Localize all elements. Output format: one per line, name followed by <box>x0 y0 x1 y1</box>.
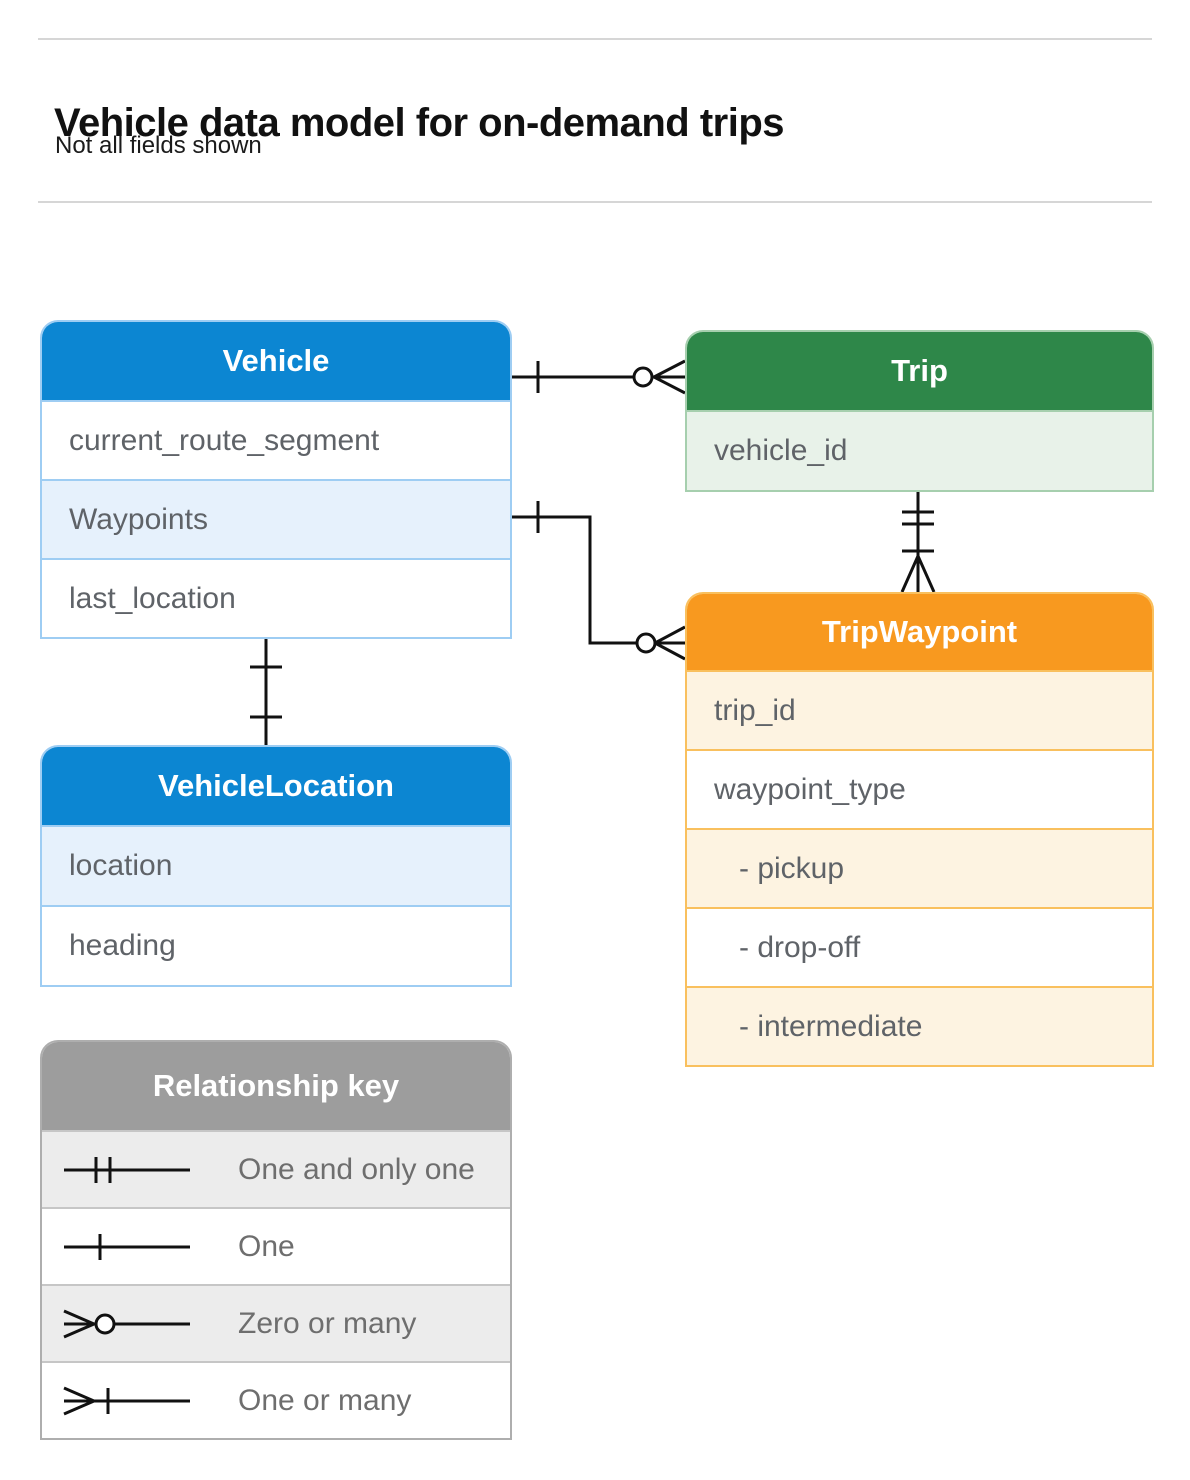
page-subtitle: Not all fields shown <box>55 132 262 159</box>
connector-vehicle-trip <box>508 359 686 395</box>
top-divider <box>38 38 1152 40</box>
entity-tripwaypoint-title: TripWaypoint <box>687 594 1152 670</box>
entity-tripwaypoint: TripWaypoint trip_id waypoint_type - pic… <box>685 592 1154 1067</box>
one-and-only-one-icon <box>64 1156 190 1183</box>
connector-vehicle-vehiclelocation <box>250 635 282 745</box>
page-title: Vehicle data model for on-demand trips <box>54 100 785 145</box>
header-divider <box>38 201 1152 203</box>
field-location: location <box>42 825 510 905</box>
field-waypoint-type: waypoint_type <box>687 749 1152 828</box>
field-current-route-segment: current_route_segment <box>42 400 510 479</box>
field-vehicle-id: vehicle_id <box>687 410 1152 490</box>
legend-row-one: One <box>42 1207 510 1284</box>
legend-label: One and only one <box>238 1152 475 1186</box>
one-or-many-icon <box>63 1386 190 1415</box>
legend-label: One <box>238 1229 295 1263</box>
enum-pickup: - pickup <box>687 828 1152 907</box>
crow-foot-icon <box>654 625 686 661</box>
entity-vehicle-title: Vehicle <box>42 322 510 400</box>
field-heading: heading <box>42 905 510 985</box>
zero-circle-icon <box>632 366 654 388</box>
field-last-location: last_location <box>42 558 510 637</box>
crow-foot-icon <box>900 555 936 593</box>
legend-row-one-and-only-one: One and only one <box>42 1130 510 1207</box>
entity-trip: Trip vehicle_id <box>685 330 1154 492</box>
enum-drop-off: - drop-off <box>687 907 1152 986</box>
enum-intermediate: - intermediate <box>687 986 1152 1065</box>
legend-row-zero-or-many: Zero or many <box>42 1284 510 1361</box>
relationship-key-title: Relationship key <box>42 1042 510 1130</box>
entity-vehiclelocation-title: VehicleLocation <box>42 747 510 825</box>
connector-line <box>508 515 685 645</box>
one-and-only-one-ticks-icon <box>902 510 934 526</box>
connector-trip-tripwaypoint <box>900 488 936 593</box>
entity-vehicle: Vehicle current_route_segment Waypoints … <box>40 320 512 639</box>
field-trip-id: trip_id <box>687 670 1152 749</box>
zero-circle-icon <box>635 632 657 654</box>
one-ticks-icon <box>250 665 282 719</box>
crow-foot-icon <box>653 359 686 395</box>
connector-waypoints-tripwaypoint <box>508 501 686 661</box>
relationship-key: Relationship key One and only one One Ze… <box>40 1040 512 1440</box>
legend-label: Zero or many <box>238 1306 417 1340</box>
entity-vehiclelocation: VehicleLocation location heading <box>40 745 512 987</box>
legend-row-one-or-many: One or many <box>42 1361 510 1438</box>
entity-trip-title: Trip <box>687 332 1152 410</box>
zero-or-many-icon <box>63 1309 190 1338</box>
legend-label: One or many <box>238 1383 412 1417</box>
one-icon <box>64 1233 190 1260</box>
field-waypoints: Waypoints <box>42 479 510 558</box>
